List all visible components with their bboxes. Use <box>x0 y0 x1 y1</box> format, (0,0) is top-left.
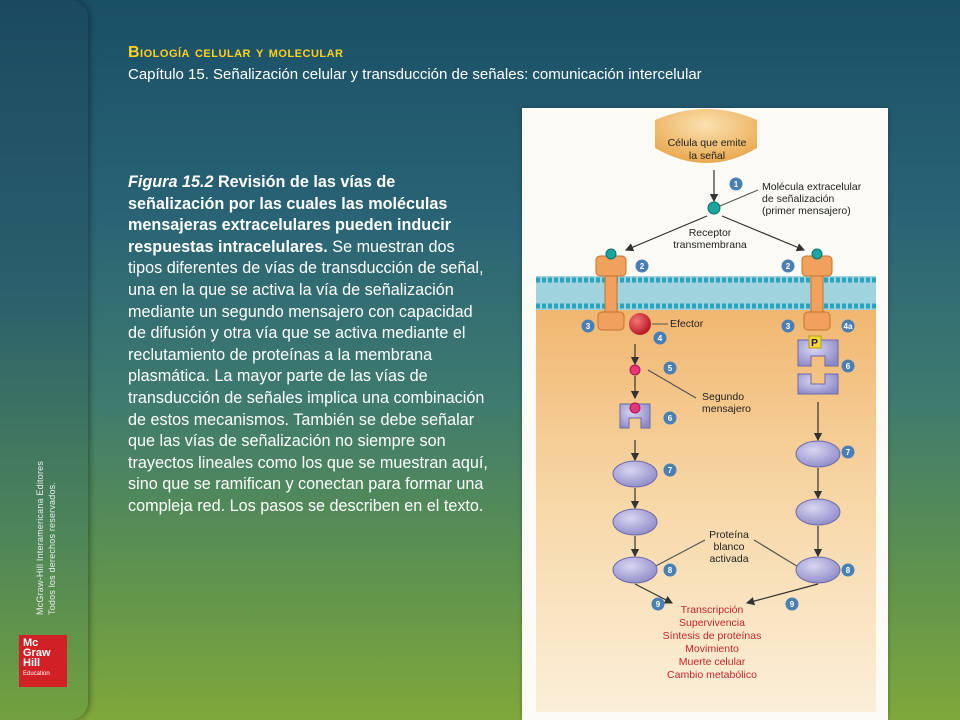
step-badge: 4a <box>841 319 855 333</box>
cell-label-2: la señal <box>689 150 725 162</box>
svg-text:8: 8 <box>668 566 673 575</box>
first-messenger <box>707 201 721 215</box>
step-badge: 8 <box>663 563 677 577</box>
svg-text:6: 6 <box>846 362 851 371</box>
receptor-left <box>595 248 627 331</box>
outcome-5: Muerte celular <box>679 656 746 668</box>
step-badge: 7 <box>663 463 677 477</box>
svg-text:1: 1 <box>734 180 739 189</box>
step-badge: 5 <box>663 361 677 375</box>
outcome-6: Cambio metabólico <box>667 669 757 681</box>
caption-bold-text: Revisión de las vías de señalización por… <box>128 173 451 256</box>
pathway-arrows <box>624 170 823 606</box>
target-label-3: activada <box>709 553 748 565</box>
svg-text:5: 5 <box>668 364 673 373</box>
diagram-svg: Célula que emite la señal Molécula extra… <box>536 109 876 712</box>
step-badge: 2 <box>781 259 795 273</box>
receptor-right <box>801 248 833 331</box>
copyright-line-1: McGraw-Hill Interamericana Editores <box>35 460 45 615</box>
receptor-label-2: transmembrana <box>673 239 747 251</box>
svg-text:7: 7 <box>846 448 851 457</box>
outcome-3: Síntesis de proteínas <box>663 630 762 642</box>
figure-caption: Figura 15.2 Revisión de las vías de seña… <box>128 172 490 518</box>
book-title: Biología celular y molecular <box>128 44 344 61</box>
svg-text:2: 2 <box>786 262 791 271</box>
step-badge: 7 <box>841 445 855 459</box>
second-label-2: mensajero <box>702 403 751 415</box>
svg-text:9: 9 <box>790 600 795 609</box>
cell-label-1: Célula que emite <box>668 137 747 149</box>
copyright-line-2: Todos los derechos reservados. <box>47 481 57 615</box>
figure-label: Figura 15.2 <box>128 173 214 191</box>
step-badge: 9 <box>785 597 799 611</box>
caption-body-text: Se muestran dos tipos diferentes de vías… <box>128 237 488 515</box>
phospho-label: P <box>811 337 818 349</box>
logo-line-1: Mc <box>23 637 39 649</box>
svg-text:9: 9 <box>656 600 661 609</box>
second-messenger <box>629 364 641 376</box>
step-badge: 1 <box>729 177 743 191</box>
step-badge: 4 <box>653 331 667 345</box>
svg-text:7: 7 <box>668 466 673 475</box>
sidebar: McGraw-Hill Interamericana Editores Todo… <box>0 0 88 720</box>
outcome-4: Movimiento <box>685 643 739 655</box>
mcgraw-hill-logo: Mc Graw Hill Education <box>19 635 67 687</box>
step-badge: 6 <box>663 411 677 425</box>
target-label-1: Proteína <box>709 529 749 541</box>
effector-protein <box>629 313 651 335</box>
outcome-1: Transcripción <box>681 604 744 616</box>
outcome-2: Supervivencia <box>679 617 745 629</box>
signaling-diagram: Célula que emite la señal Molécula extra… <box>522 108 888 720</box>
effector-label: Efector <box>670 318 704 330</box>
svg-text:4: 4 <box>658 334 663 343</box>
chapter-subtitle: Capítulo 15. Señalización celular y tran… <box>128 66 702 83</box>
target-proteins <box>612 440 841 584</box>
step-badge: 9 <box>651 597 665 611</box>
adaptor-protein-right: P <box>797 335 839 395</box>
step-badge: 2 <box>635 259 649 273</box>
signaling-cell <box>655 109 757 163</box>
step-badge: 8 <box>841 563 855 577</box>
step-badges: 1 2 2 3 3 4 4a 5 6 6 7 7 8 8 9 9 <box>581 177 855 611</box>
svg-text:3: 3 <box>786 322 791 331</box>
cellular-responses: Transcripción Supervivencia Síntesis de … <box>663 604 762 681</box>
svg-text:3: 3 <box>586 322 591 331</box>
svg-text:4a: 4a <box>844 322 853 331</box>
logo-line-3: Hill <box>23 657 41 669</box>
logo-line-4: Education <box>23 671 50 677</box>
step-badge: 6 <box>841 359 855 373</box>
logo-line-2: Graw <box>23 647 51 659</box>
second-label-1: Segundo <box>702 391 744 403</box>
svg-text:8: 8 <box>846 566 851 575</box>
receptor-label-1: Receptor <box>689 227 732 239</box>
molecule-label-2: de señalización <box>762 193 835 205</box>
step-badge: 3 <box>781 319 795 333</box>
step-badge: 3 <box>581 319 595 333</box>
svg-text:6: 6 <box>668 414 673 423</box>
plasma-membrane <box>536 276 876 310</box>
docking-protein-left <box>619 402 651 429</box>
copyright-notice: McGraw-Hill Interamericana Editores Todo… <box>34 461 58 615</box>
molecule-label-1: Molécula extracelular <box>762 181 862 193</box>
molecule-label-3: (primer mensajero) <box>762 205 851 217</box>
svg-text:2: 2 <box>640 262 645 271</box>
target-label-2: blanco <box>714 541 745 553</box>
